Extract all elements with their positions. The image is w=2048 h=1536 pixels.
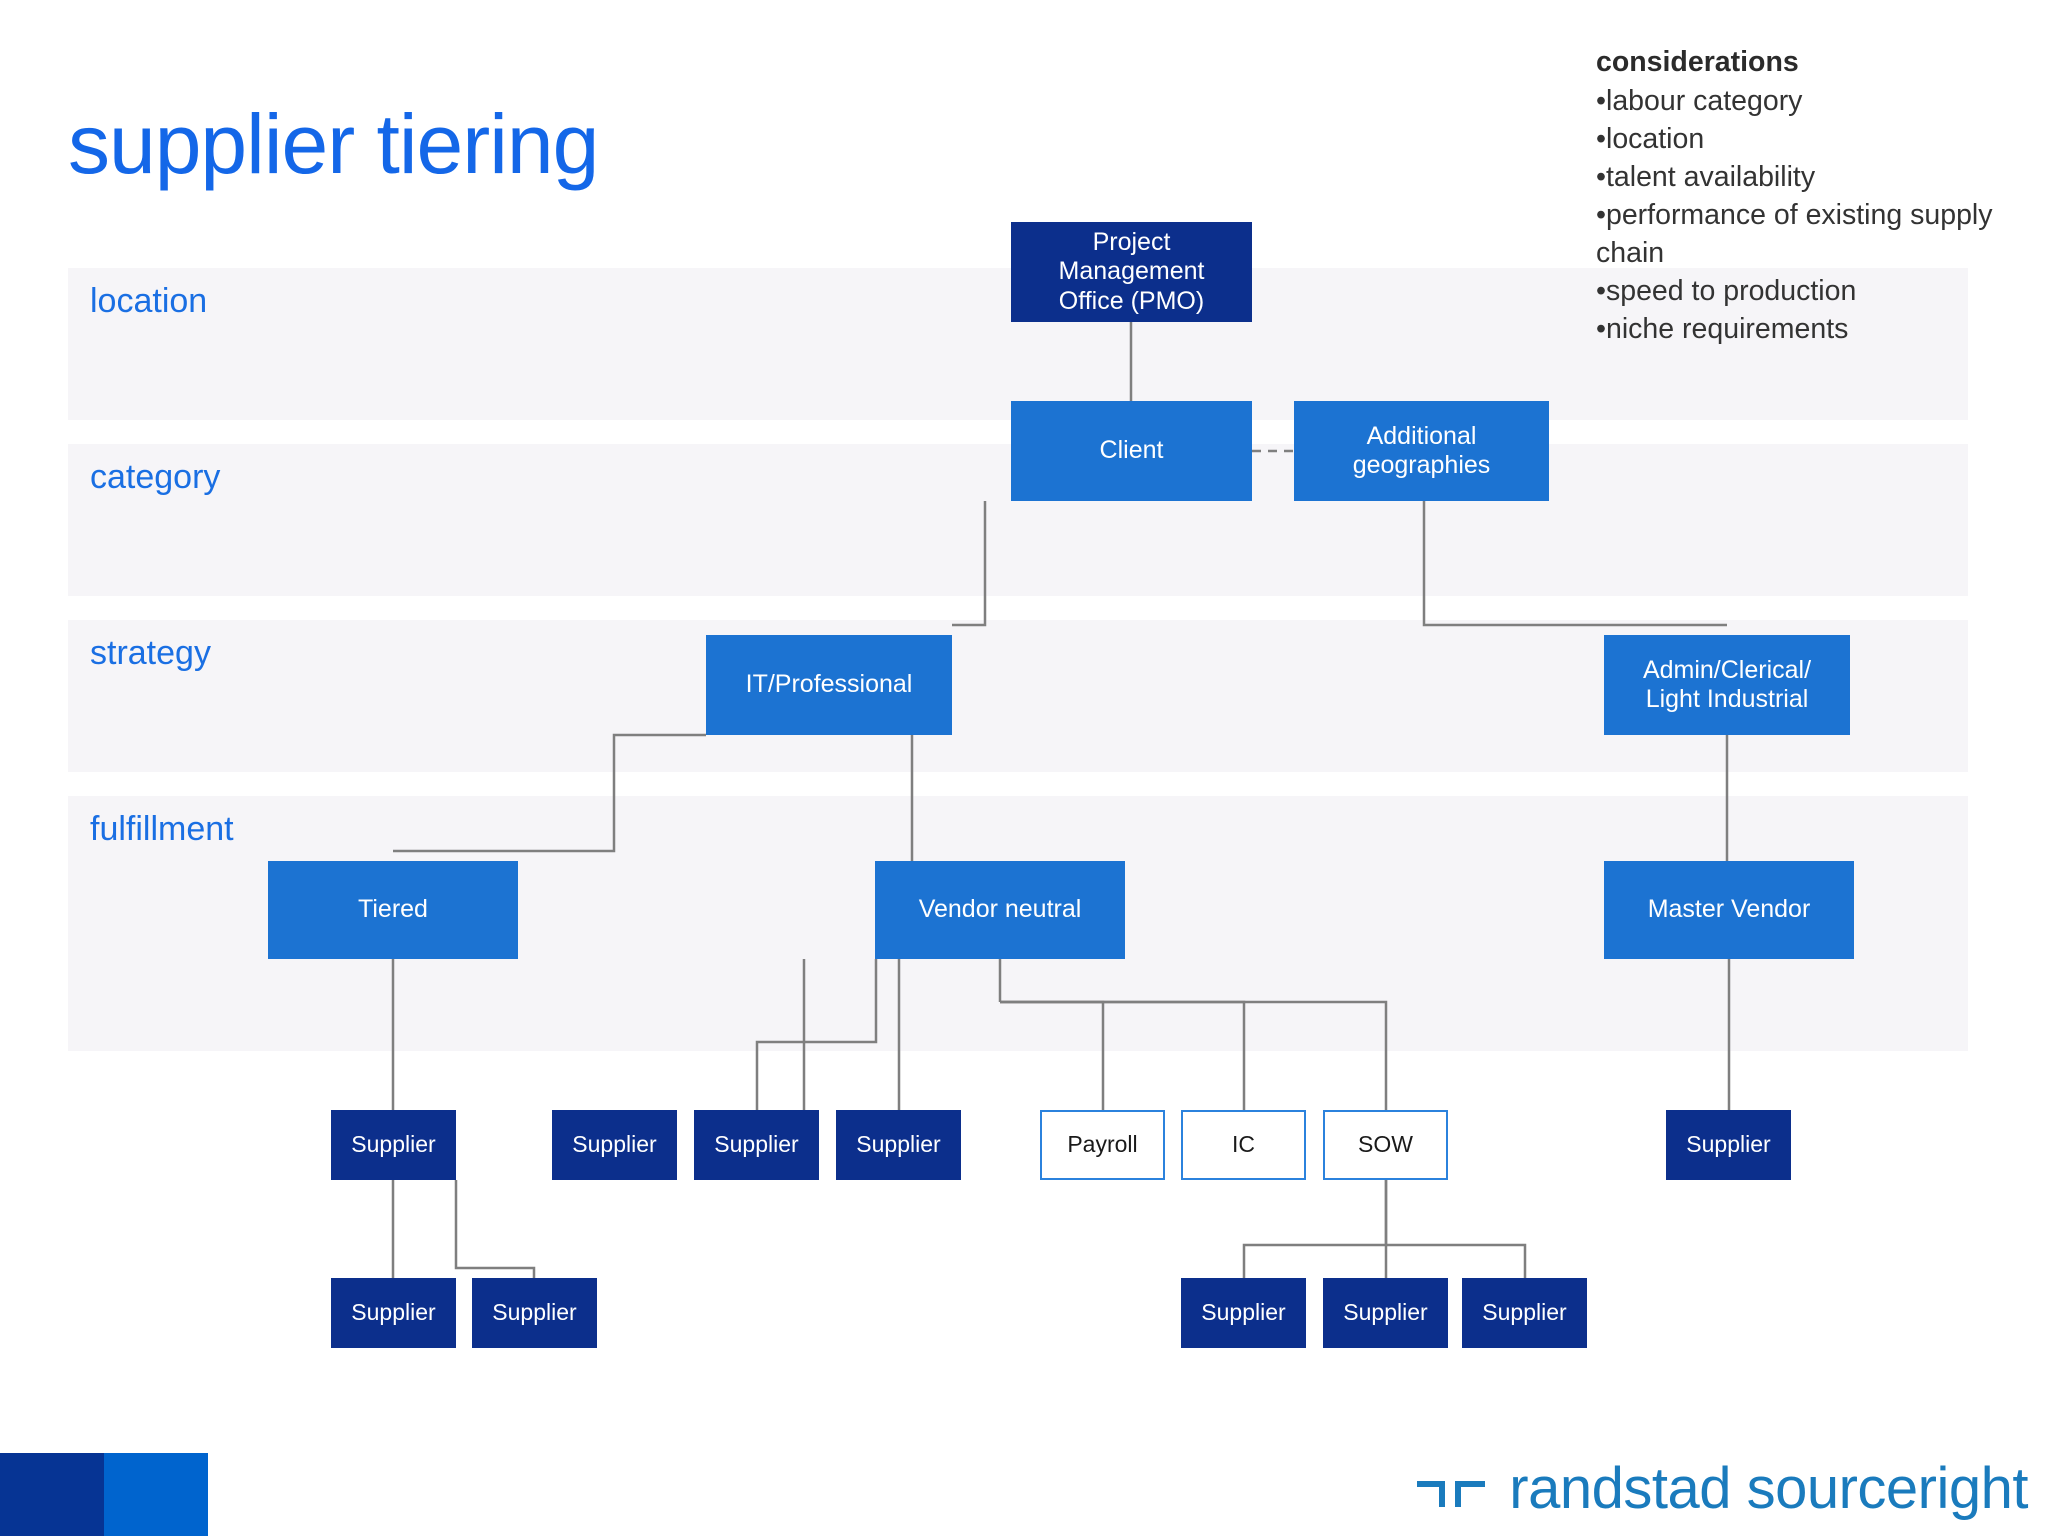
consideration-item: speed to production bbox=[1596, 272, 2016, 310]
node-label: Supplier bbox=[1482, 1299, 1567, 1326]
node-label: Supplier bbox=[572, 1131, 657, 1158]
node-label: Supplier bbox=[351, 1299, 436, 1326]
considerations-list: labour categorylocationtalent availabili… bbox=[1596, 82, 2016, 348]
node-label: Client bbox=[1099, 436, 1164, 465]
node-label: Supplier bbox=[492, 1299, 577, 1326]
node-sup_v1[interactable]: Supplier bbox=[552, 1110, 677, 1180]
node-sup_t2b[interactable]: Supplier bbox=[472, 1278, 597, 1348]
connector-vneutral-to-payroll bbox=[1000, 1000, 1105, 1110]
node-payroll[interactable]: Payroll bbox=[1040, 1110, 1165, 1180]
connector-vneutral-to-ic bbox=[1000, 1000, 1246, 1110]
connector-vneutral-to-sup_v2 bbox=[755, 959, 878, 1110]
connector-sow-to-sup_s1 bbox=[1242, 1180, 1388, 1278]
node-tiered[interactable]: Tiered bbox=[268, 861, 518, 959]
connector-sup_t1-to-sup_t2b bbox=[454, 1180, 536, 1278]
node-sup_t1[interactable]: Supplier bbox=[331, 1110, 456, 1180]
node-admin[interactable]: Admin/Clerical/ Light Industrial bbox=[1604, 635, 1850, 735]
connector-vneutral-to-sow bbox=[1000, 1000, 1388, 1110]
footer-swatch-blue bbox=[104, 1453, 208, 1536]
band-label-category: category bbox=[90, 458, 221, 496]
node-label: Supplier bbox=[1686, 1131, 1771, 1158]
node-sup_m1[interactable]: Supplier bbox=[1666, 1110, 1791, 1180]
band-label-location: location bbox=[90, 282, 208, 320]
node-label: Supplier bbox=[351, 1131, 436, 1158]
node-vneutral[interactable]: Vendor neutral bbox=[875, 861, 1125, 959]
node-ic[interactable]: IC bbox=[1181, 1110, 1306, 1180]
node-mvendor[interactable]: Master Vendor bbox=[1604, 861, 1854, 959]
consideration-item: talent availability bbox=[1596, 158, 2016, 196]
node-label: Supplier bbox=[1201, 1299, 1286, 1326]
node-pmo[interactable]: Project Management Office (PMO) bbox=[1011, 222, 1252, 322]
node-addgeo[interactable]: Additional geographies bbox=[1294, 401, 1549, 501]
band-label-fulfillment: fulfillment bbox=[90, 810, 234, 848]
connector-addgeo-to-admin bbox=[1422, 501, 1727, 627]
logo-text: randstad sourceright bbox=[1509, 1456, 2028, 1521]
consideration-item: location bbox=[1596, 120, 2016, 158]
node-label: Vendor neutral bbox=[918, 895, 1082, 924]
node-sup_v3[interactable]: Supplier bbox=[836, 1110, 961, 1180]
node-label: Supplier bbox=[714, 1131, 799, 1158]
node-label: Additional geographies bbox=[1352, 421, 1491, 480]
randstad-sourceright-logo: randstad sourceright bbox=[1415, 1458, 2028, 1520]
node-sup_s3[interactable]: Supplier bbox=[1462, 1278, 1587, 1348]
footer-swatch-navy bbox=[0, 1453, 104, 1536]
band-label-strategy: strategy bbox=[90, 634, 211, 672]
node-label: Admin/Clerical/ Light Industrial bbox=[1642, 655, 1812, 714]
node-label: Project Management Office (PMO) bbox=[1058, 227, 1205, 315]
consideration-item: niche requirements bbox=[1596, 310, 2016, 348]
node-label: Supplier bbox=[856, 1131, 941, 1158]
node-itprof[interactable]: IT/Professional bbox=[706, 635, 952, 735]
node-label: IT/Professional bbox=[745, 670, 913, 699]
consideration-item: labour category bbox=[1596, 82, 2016, 120]
connector-sow-to-sup_s3 bbox=[1386, 1243, 1527, 1278]
considerations-panel: considerations labour categorylocationta… bbox=[1596, 42, 2016, 348]
node-sow[interactable]: SOW bbox=[1323, 1110, 1448, 1180]
connector-itprof-to-tiered bbox=[393, 733, 706, 853]
page-title: supplier tiering bbox=[68, 97, 599, 191]
node-label: Tiered bbox=[358, 895, 428, 924]
node-sup_s2[interactable]: Supplier bbox=[1323, 1278, 1448, 1348]
node-sup_v2[interactable]: Supplier bbox=[694, 1110, 819, 1180]
considerations-heading: considerations bbox=[1596, 46, 1799, 78]
connector-client-to-itprof bbox=[952, 501, 987, 627]
node-label: IC bbox=[1232, 1131, 1255, 1158]
node-label: Payroll bbox=[1067, 1131, 1138, 1158]
node-label: Master Vendor bbox=[1647, 895, 1811, 924]
randstad-logo-mark bbox=[1417, 1481, 1486, 1507]
node-sup_s1[interactable]: Supplier bbox=[1181, 1278, 1306, 1348]
consideration-item: performance of existing supply chain bbox=[1596, 196, 2016, 272]
node-label: SOW bbox=[1358, 1131, 1413, 1158]
node-client[interactable]: Client bbox=[1011, 401, 1252, 501]
node-sup_t2a[interactable]: Supplier bbox=[331, 1278, 456, 1348]
node-label: Supplier bbox=[1343, 1299, 1428, 1326]
